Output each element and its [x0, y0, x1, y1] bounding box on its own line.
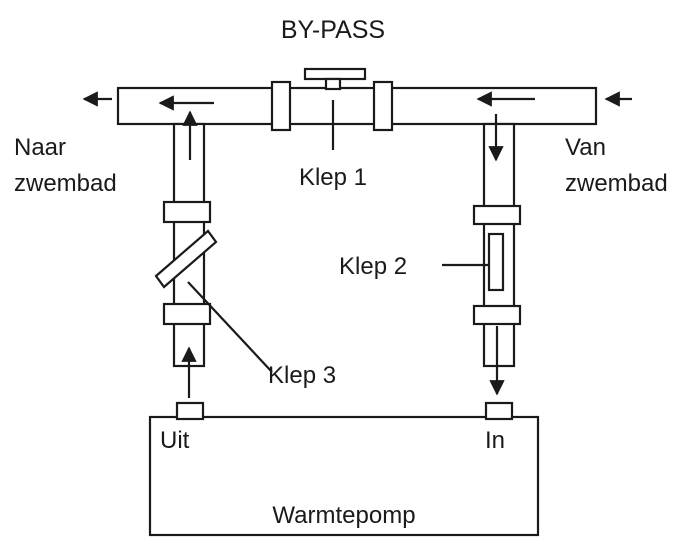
right-collar-top — [472, 204, 522, 226]
klep2-label: Klep 2 — [339, 253, 407, 280]
klep1-flange-left — [270, 80, 292, 132]
klep3-pointer-line — [187, 281, 273, 373]
klep1-label: Klep 1 — [299, 164, 367, 191]
van-label-line1: Van — [565, 134, 606, 161]
bypass-label: BY-PASS — [281, 16, 385, 44]
warmtepomp-box — [148, 415, 540, 537]
left-collar-top — [162, 200, 212, 224]
warmtepomp-label: Warmtepomp — [272, 502, 415, 529]
klep3-valve — [154, 229, 218, 289]
right-collar-bottom — [472, 304, 522, 326]
left-collar-bottom — [162, 302, 212, 326]
klep3-label: Klep 3 — [268, 362, 336, 389]
klep2-valve — [487, 232, 505, 292]
naar-label-line1: Naar — [14, 134, 66, 161]
klep1-handle — [303, 67, 367, 81]
in-label: In — [485, 427, 505, 454]
klep1-flange-right — [372, 80, 394, 132]
uit-label: Uit — [160, 427, 190, 454]
klep1-stem — [324, 77, 342, 91]
naar-label-line2: zwembad — [14, 170, 117, 197]
uit-connector — [175, 401, 205, 421]
in-connector — [484, 401, 514, 421]
van-label-line2: zwembad — [565, 170, 668, 197]
